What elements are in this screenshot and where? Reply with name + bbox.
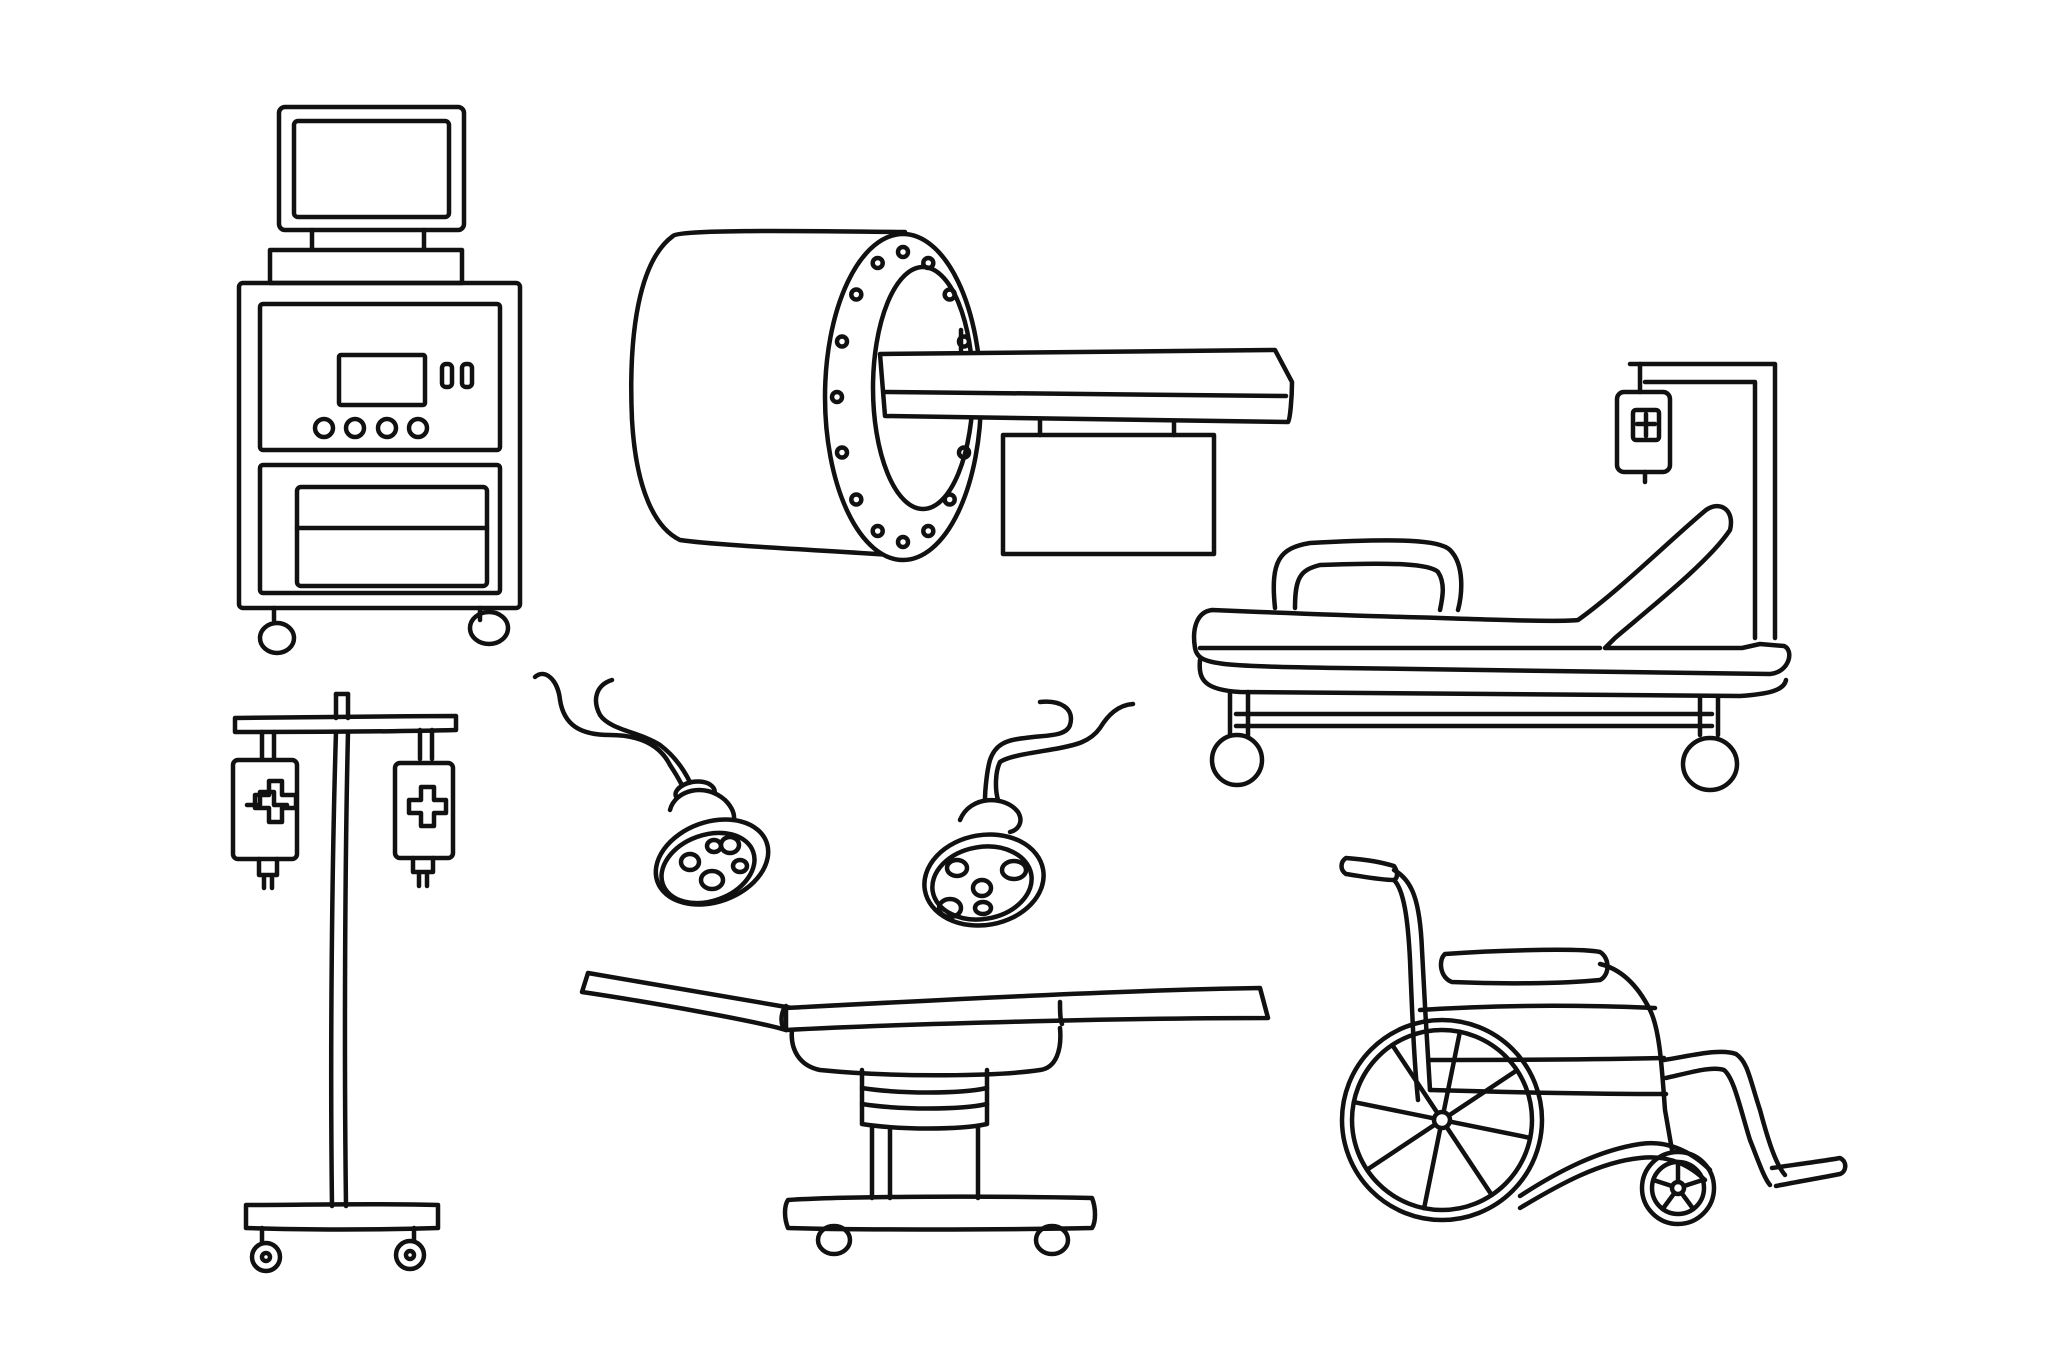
operating-table-icon — [579, 970, 1271, 1257]
monitor-cart-icon — [236, 104, 523, 656]
wheel-spoke — [1447, 1119, 1533, 1141]
mri-bolt-hole — [942, 492, 957, 507]
caster-spoke — [1681, 1177, 1705, 1189]
mri-bolt-hole — [849, 492, 864, 507]
wheel-spoke — [1444, 1124, 1494, 1198]
wheel-spoke — [1351, 1099, 1437, 1121]
wheel-spoke — [1446, 1068, 1520, 1118]
mri-bolt-hole — [895, 534, 911, 550]
wheelchair-spokes — [1351, 1029, 1533, 1211]
iv-drip-stand-icon — [230, 691, 459, 1274]
wheel-spoke — [1364, 1122, 1438, 1172]
caster-spoke — [1651, 1177, 1675, 1189]
mri-bolt-hole — [834, 334, 850, 349]
wheel-spoke — [1421, 1125, 1443, 1211]
mri-bolt-hole — [849, 287, 864, 302]
caster-spoke — [1679, 1190, 1696, 1212]
surgical-lamp-icon — [532, 671, 1136, 928]
mri-bolt-hole — [921, 255, 936, 271]
mri-bolt-hole — [956, 445, 972, 460]
mri-bolt-hole — [870, 255, 885, 271]
mri-bolt-hole — [829, 389, 845, 405]
mri-scanner-icon — [629, 228, 1295, 563]
wheelchair-icon — [1339, 855, 1848, 1227]
mri-bolt-hole — [870, 523, 885, 539]
wheel-spoke — [1441, 1029, 1463, 1115]
mri-bolt-hole — [942, 287, 957, 302]
wheel-spoke — [1390, 1042, 1440, 1116]
hospital-bed-icon — [1191, 361, 1792, 793]
mri-bolt-hole — [834, 445, 850, 460]
mri-bolt-hole — [895, 244, 911, 260]
wheelchair-caster-spokes — [1651, 1159, 1705, 1212]
caster-spoke — [1660, 1190, 1677, 1212]
mri-bolt-hole — [921, 523, 936, 539]
